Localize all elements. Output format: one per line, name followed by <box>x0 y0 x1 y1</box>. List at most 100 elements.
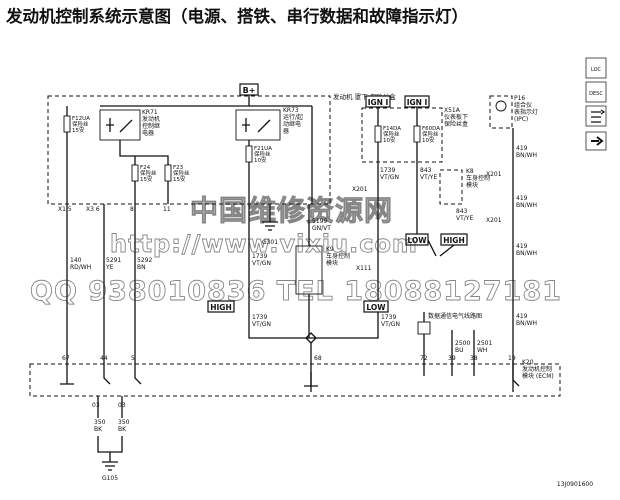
pin-x3-6: X3 6 <box>86 206 100 213</box>
link-icon[interactable] <box>585 105 607 127</box>
pin-11: 11 <box>163 206 171 213</box>
ecm-int-5 <box>134 360 142 385</box>
svg-text:DESC: DESC <box>589 91 603 97</box>
wire-1739-right <box>311 312 379 339</box>
underhood-fuse-block-frame <box>47 95 331 205</box>
low-box-1 <box>405 233 429 246</box>
high-label-2: HIGH <box>210 303 232 312</box>
f60da-fuse <box>413 125 421 143</box>
gnd-leads <box>97 396 123 418</box>
underhood-fuse-block-label: 发动机 罩下 保险丝盒 <box>333 92 396 101</box>
pin-03a: 03 <box>92 402 100 409</box>
pin-67: 67 <box>62 355 70 362</box>
g301-ground <box>262 204 278 231</box>
f23-f24-wire <box>119 140 169 204</box>
f12ua-fuse <box>63 115 71 133</box>
ign-wires <box>377 107 418 240</box>
f14da-fuse <box>374 125 382 143</box>
pin-5: 5 <box>131 355 135 362</box>
pin-44: 44 <box>100 355 108 362</box>
p16-ipc-frame <box>489 95 513 129</box>
g105-label: G105 <box>102 475 118 482</box>
loc-icon[interactable]: LOC <box>585 57 607 79</box>
k8-module-frame <box>439 169 463 205</box>
pin-72: 72 <box>420 355 428 362</box>
ecm-int-67 <box>60 360 74 385</box>
desc-icon[interactable]: DESC <box>585 81 607 103</box>
k20-ecm-frame <box>29 363 561 397</box>
svg-text:LOC: LOC <box>591 67 602 73</box>
pin-x111: X111 <box>356 265 372 272</box>
ecm-int-data <box>423 360 475 376</box>
p16-lamp <box>495 100 507 112</box>
data-link-label: 数据通信电气线路图 <box>428 312 482 320</box>
bplus-label: B+ <box>243 86 256 95</box>
f24-fuse <box>131 164 139 182</box>
data-link-symbol <box>417 321 431 335</box>
high-box-2 <box>207 300 235 313</box>
diagram-id: 13J0901600 <box>557 481 593 488</box>
kr73-switch <box>257 119 271 133</box>
pin-8: 8 <box>130 206 134 213</box>
ecm-int-19 <box>512 360 520 387</box>
f23-fuse <box>164 164 172 182</box>
low-label-2: LOW <box>366 303 386 312</box>
pin-38: 38 <box>470 355 478 362</box>
pin-39: 39 <box>448 355 456 362</box>
kr71-switch <box>119 119 133 133</box>
dash-fuse-block-frame <box>361 107 443 163</box>
g105-ground <box>97 436 123 471</box>
pin-03b: 03 <box>118 402 126 409</box>
high-label-1: HIGH <box>443 236 465 245</box>
pin-x201-b: X201 <box>486 171 502 178</box>
arrow-right-icon[interactable] <box>585 131 607 151</box>
low-box-2 <box>363 300 389 313</box>
hl-wires <box>377 239 455 300</box>
pin-x1-5: X1 5 <box>58 206 72 213</box>
kr73-relay <box>235 109 281 141</box>
ign1-label-b: IGN I <box>407 98 428 107</box>
pin-x201-c: X201 <box>486 217 502 224</box>
pin-68: 68 <box>314 355 322 362</box>
pin-19: 19 <box>508 355 516 362</box>
watermark-line1: 中国维修资源网 <box>190 194 393 227</box>
low-label-1: LOW <box>407 236 427 245</box>
kr71-coil <box>106 118 114 132</box>
watermark-line3: QQ 938010836 TEL 18088127181 <box>30 276 562 307</box>
watermark-line2: http://www.vixiu.com <box>110 230 418 258</box>
pin-x201-a: X201 <box>352 186 368 193</box>
wire-1739-left <box>248 204 311 339</box>
